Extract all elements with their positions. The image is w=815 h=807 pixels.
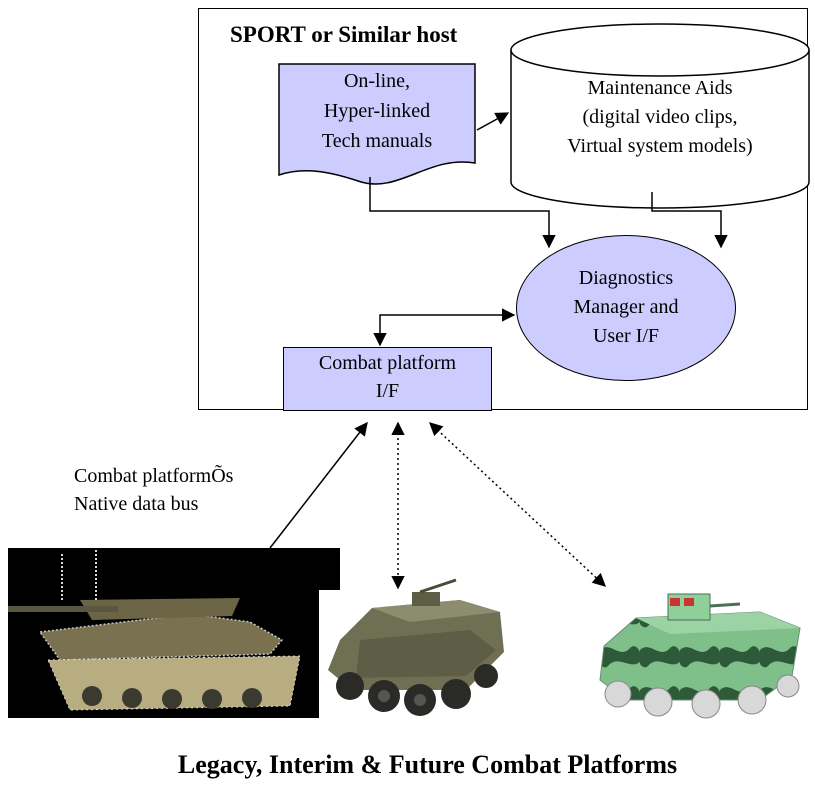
arrow-native-bus xyxy=(269,421,368,549)
maintenance-aids-line-3: Virtual system models) xyxy=(567,135,753,157)
tech-manuals-document xyxy=(278,63,476,185)
native-bus-line-2: Native data bus xyxy=(74,493,199,515)
arrow-right-vehicle xyxy=(429,422,606,587)
diagnostics-line-3: User I/F xyxy=(592,325,660,347)
diagnostics-line-2: Manager and xyxy=(573,296,679,318)
combat-platform-interface-node xyxy=(283,347,492,411)
future-combat-vehicle-image xyxy=(599,593,801,719)
tank-image xyxy=(8,548,340,718)
tech-manuals-line-2: Hyper-linked xyxy=(323,100,431,122)
arrow-manuals-to-aids xyxy=(476,112,510,131)
diagnostics-manager-label: Diagnostics Manager and User I/F xyxy=(516,264,736,351)
maintenance-aids-label: Maintenance Aids (digital video clips, V… xyxy=(510,74,810,161)
stryker-vehicle-image xyxy=(328,578,504,716)
combat-platform-interface-label: Combat platform I/F xyxy=(283,349,492,405)
host-title: SPORT or Similar host xyxy=(230,22,458,47)
platforms-caption: Legacy, Interim & Future Combat Platform… xyxy=(177,750,678,779)
arrow-platform-diagnostics xyxy=(373,308,516,347)
tech-manuals-label: On-line, Hyper-linked Tech manuals xyxy=(278,66,476,156)
arrow-manuals-to-diagnostics xyxy=(369,177,556,249)
maintenance-aids-line-2: (digital video clips, xyxy=(582,106,738,128)
native-data-bus-label: Combat platformÕs Native data bus xyxy=(74,462,233,518)
tech-manuals-line-1: On-line, xyxy=(343,70,411,92)
maintenance-aids-line-1: Maintenance Aids xyxy=(587,77,733,99)
maintenance-aids-database xyxy=(510,23,810,209)
diagnostics-manager-node xyxy=(516,235,736,381)
arrow-aids-to-diagnostics xyxy=(651,192,728,249)
platform-if-line-1: Combat platform xyxy=(318,352,457,374)
tech-manuals-line-3: Tech manuals xyxy=(321,130,433,152)
diagnostics-line-1: Diagnostics xyxy=(578,267,674,289)
platform-if-line-2: I/F xyxy=(375,380,400,402)
native-bus-line-1: Combat platformÕs xyxy=(74,465,234,487)
